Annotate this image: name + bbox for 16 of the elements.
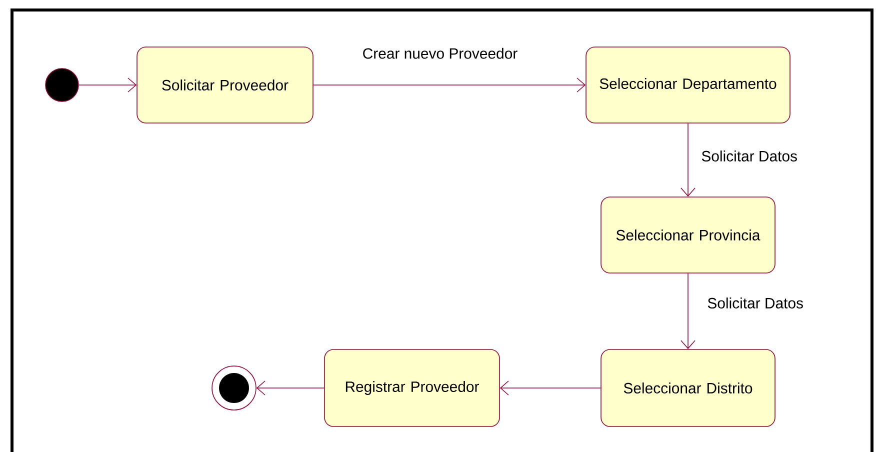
edge-label: Crear nuevo Proveedor xyxy=(363,48,518,59)
start-dot xyxy=(45,68,79,102)
state-box: Registrar Proveedor xyxy=(324,349,500,427)
edge-label: Solicitar Datos xyxy=(708,298,803,308)
arrow xyxy=(78,78,137,92)
end-dot xyxy=(212,366,256,410)
state-box: Seleccionar Departamento xyxy=(586,46,790,124)
arrow xyxy=(680,123,696,197)
state-box: Seleccionar Provincia xyxy=(600,196,776,274)
arrow xyxy=(256,380,324,396)
state-box: Seleccionar Distrito xyxy=(600,349,776,427)
edge-label: Solicitar Datos xyxy=(702,150,797,162)
state-box: Solicitar Proveedor xyxy=(136,46,314,124)
arrow xyxy=(680,273,696,350)
arrow xyxy=(500,380,601,396)
arrow xyxy=(313,78,586,92)
